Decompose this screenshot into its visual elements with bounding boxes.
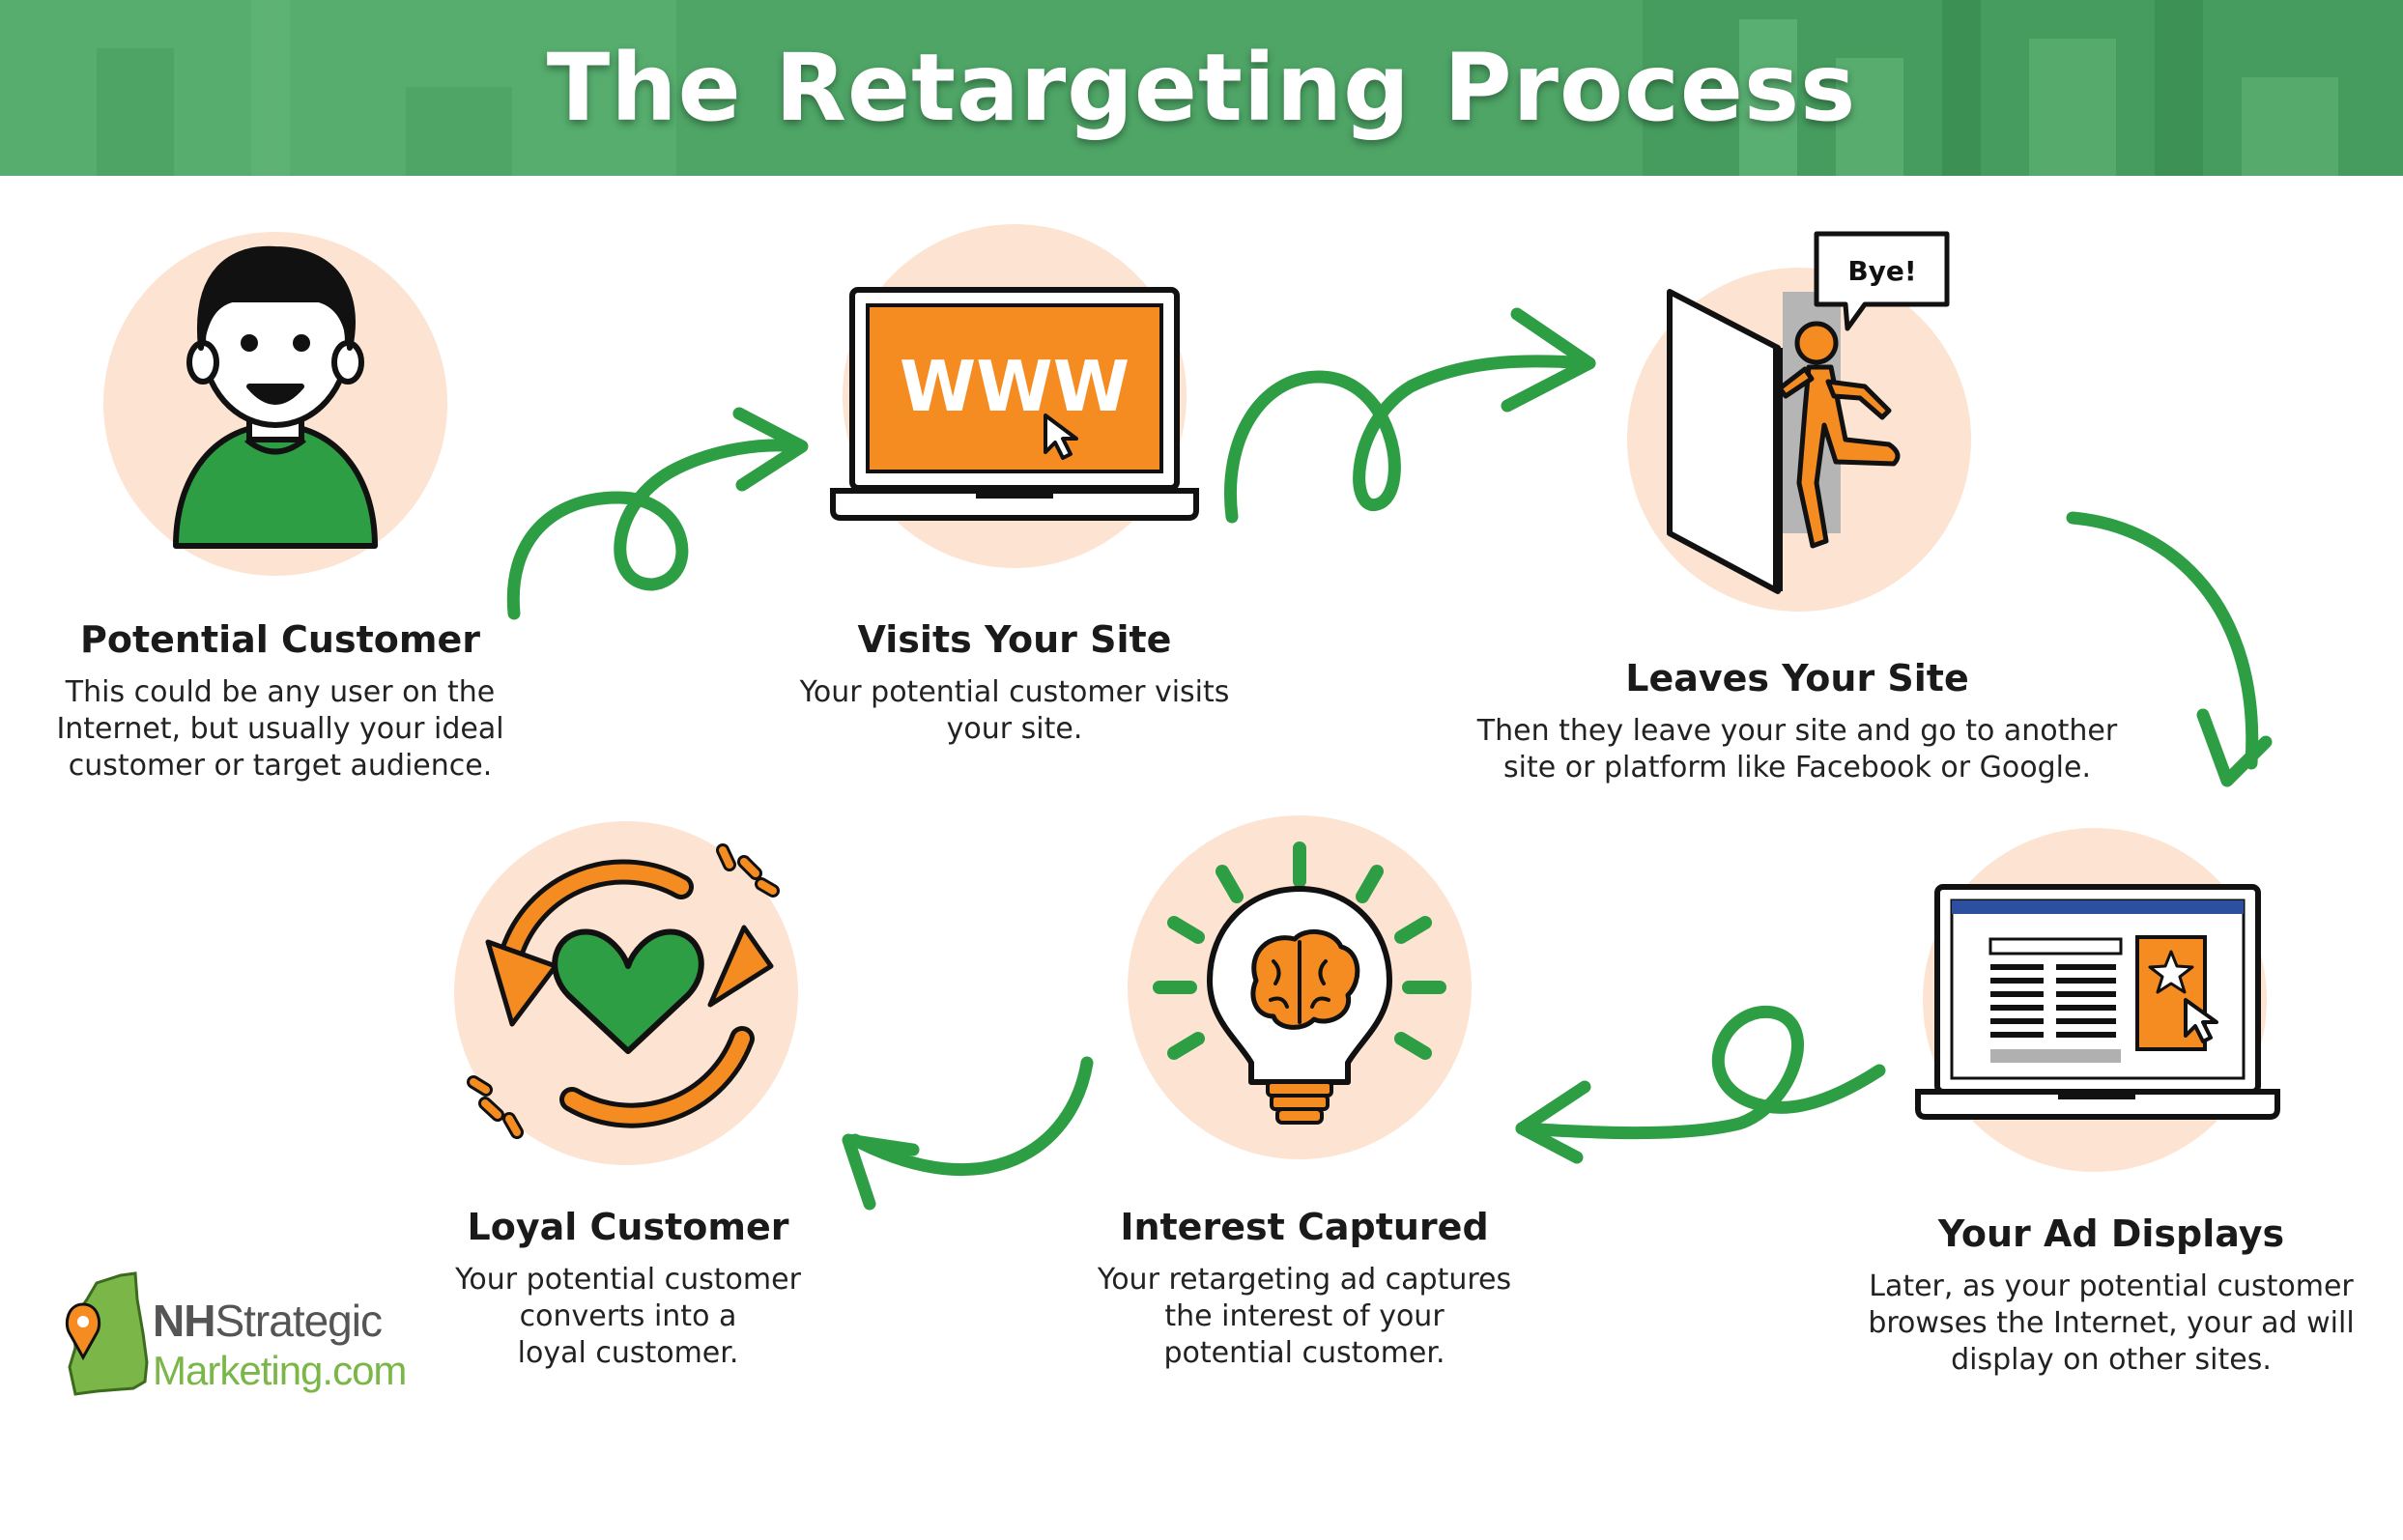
step-title: Loyal Customer <box>467 1206 789 1248</box>
star-icon <box>2148 950 2194 994</box>
laptop-www-icon: WWW <box>830 287 1199 521</box>
step-description: Then they leave your site and go to anot… <box>1476 714 2118 784</box>
brain-icon <box>1250 928 1360 1030</box>
header-banner: The Retargeting Process <box>0 0 2403 176</box>
step-potential-customer: Potential Customer This could be any use… <box>29 618 531 784</box>
arrow-leave-to-ad <box>2066 511 2273 787</box>
banner-background <box>0 0 2403 176</box>
step-leaves-site: Leaves Your Site Then they leave your si… <box>1430 657 2164 786</box>
laptop-www-text: WWW <box>900 346 1130 427</box>
cursor-icon <box>1044 414 1078 460</box>
ad-banner <box>2135 935 2207 1051</box>
step-title: Interest Captured <box>1120 1206 1489 1248</box>
step-ad-displays: Your Ad Displays Later, as your potentia… <box>1836 1212 2387 1379</box>
step-interest-captured: Interest Captured Your retargeting ad ca… <box>1044 1206 1565 1372</box>
arrow-customer-to-site <box>506 407 809 620</box>
logo-nh: NH <box>153 1296 215 1346</box>
speech-bubble <box>1814 231 1950 331</box>
laptop-ad-icon <box>1915 884 2280 1120</box>
running-person-icon <box>1777 321 1901 549</box>
cursor-icon <box>2184 998 2218 1043</box>
logo-domain: Marketing.com <box>153 1348 407 1393</box>
page-title: The Retargeting Process <box>546 34 1857 142</box>
logo-strategic: Strategic <box>215 1296 383 1346</box>
heart-icon <box>552 928 704 1054</box>
step-visits-site: Visits Your Site Your potential customer… <box>763 618 1266 748</box>
arrow-site-to-leave <box>1224 307 1596 524</box>
nh-state-logo-icon <box>65 1271 149 1396</box>
logo-wordmark: NHStrategic Marketing.com <box>153 1298 407 1400</box>
company-logo: NHStrategic Marketing.com <box>58 1270 425 1406</box>
step-title: Visits Your Site <box>857 618 1172 661</box>
heart-cycle-icon <box>467 843 780 1139</box>
arrow-ad-to-interest <box>1515 1005 1886 1164</box>
step-title: Your Ad Displays <box>1937 1212 2285 1255</box>
person-icon <box>173 245 378 549</box>
lightbulb-brain-icon <box>1153 841 1446 1125</box>
arrow-interest-to-loyal <box>842 1056 1094 1211</box>
speech-bubble-text: Bye! <box>1847 255 1916 287</box>
door-exit-icon: Bye! <box>1667 231 1950 594</box>
step-title: Leaves Your Site <box>1625 657 1969 699</box>
step-title: Potential Customer <box>80 618 480 661</box>
